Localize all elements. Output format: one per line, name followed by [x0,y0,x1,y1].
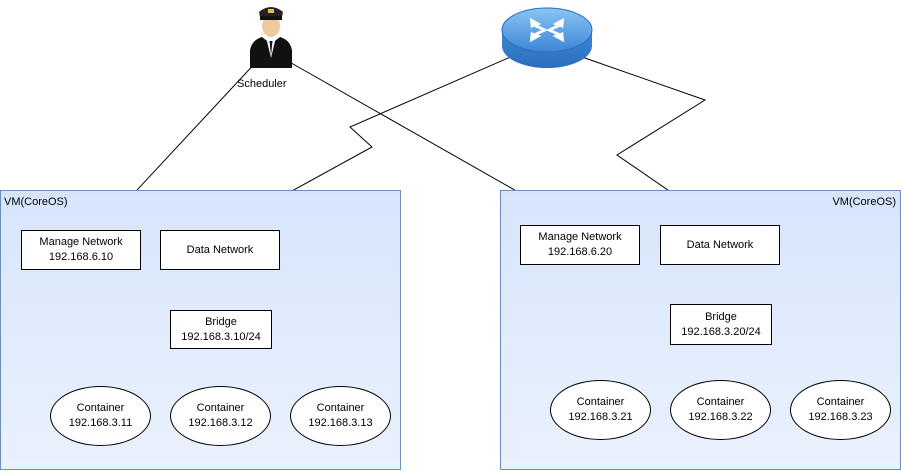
bridge-2-ip: 192.168.3.20/24 [681,325,761,338]
data-network-1: Data Network [160,230,280,270]
container-2-3-ip: 192.168.3.23 [808,411,873,423]
data-network-2-title: Data Network [686,238,754,251]
pilot-person-icon [250,7,292,68]
container-1-3: Container 192.168.3.13 [290,386,391,446]
container-2-3: Container 192.168.3.23 [790,380,891,440]
router-icon [501,7,593,68]
manage-network-2: Manage Network 192.168.6.20 [520,225,640,265]
container-2-3-title: Container [816,396,865,408]
container-1-2-ip: 192.168.3.12 [188,417,253,429]
bridge-1-title: Bridge [205,315,237,328]
manage-network-1: Manage Network 192.168.6.10 [21,230,141,270]
container-1-1: Container 192.168.3.11 [50,386,151,446]
manage-network-2-title: Manage Network [538,231,622,243]
manage-network-1-ip: 192.168.6.10 [48,251,114,263]
bridge-1: Bridge 192.168.3.10/24 [170,310,272,349]
scheduler-label: Scheduler [237,78,287,90]
data-network-1-title: Data Network [186,243,254,256]
manage-network-1-title: Manage Network [39,236,123,248]
container-2-2: Container 192.168.3.22 [670,380,771,440]
router-to-data-1-line [218,54,516,232]
container-1-2: Container 192.168.3.12 [170,386,271,446]
container-2-1: Container 192.168.3.21 [550,380,651,440]
container-1-2-title: Container [196,402,245,414]
container-1-3-title: Container [316,402,365,414]
data-network-2: Data Network [660,225,780,265]
bridge-2-title: Bridge [705,310,737,323]
bridge-1-ip: 192.168.3.10/24 [181,330,261,343]
vm-1-label: VM(CoreOS) [4,196,68,208]
container-1-1-ip: 192.168.3.11 [68,417,133,429]
bridge-2: Bridge 192.168.3.20/24 [670,304,772,345]
container-1-3-ip: 192.168.3.13 [308,417,373,429]
container-2-1-title: Container [576,396,625,408]
container-2-1-ip: 192.168.3.21 [568,411,633,423]
vm-2-label: VM(CoreOS) [832,196,896,208]
manage-network-2-ip: 192.168.6.20 [547,246,613,258]
container-2-2-ip: 192.168.3.22 [688,411,753,423]
container-2-2-title: Container [696,396,745,408]
container-1-1-title: Container [76,402,125,414]
